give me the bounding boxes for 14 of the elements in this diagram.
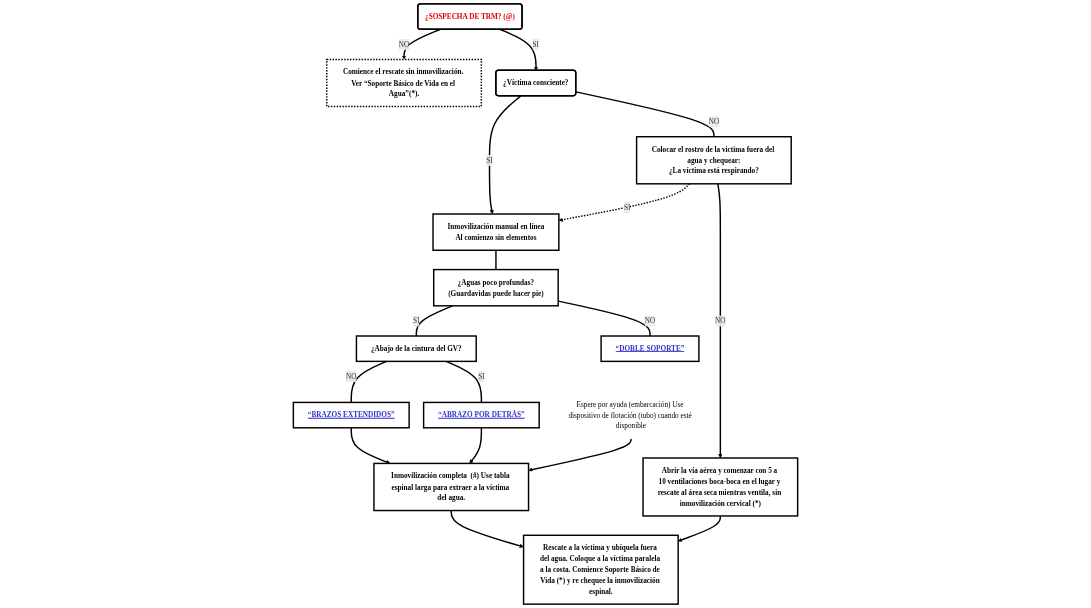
arrow (450, 509, 524, 548)
connector (575, 91, 715, 138)
arrow (499, 28, 539, 71)
connector (445, 360, 483, 404)
arrow (469, 427, 483, 464)
arrow (528, 437, 632, 472)
arrow (717, 183, 723, 459)
arrow (350, 427, 391, 465)
arrow (488, 95, 522, 215)
arrow (558, 183, 691, 222)
connector (495, 249, 497, 271)
connector (350, 360, 388, 404)
arrow (678, 515, 722, 542)
arrow (401, 28, 441, 60)
